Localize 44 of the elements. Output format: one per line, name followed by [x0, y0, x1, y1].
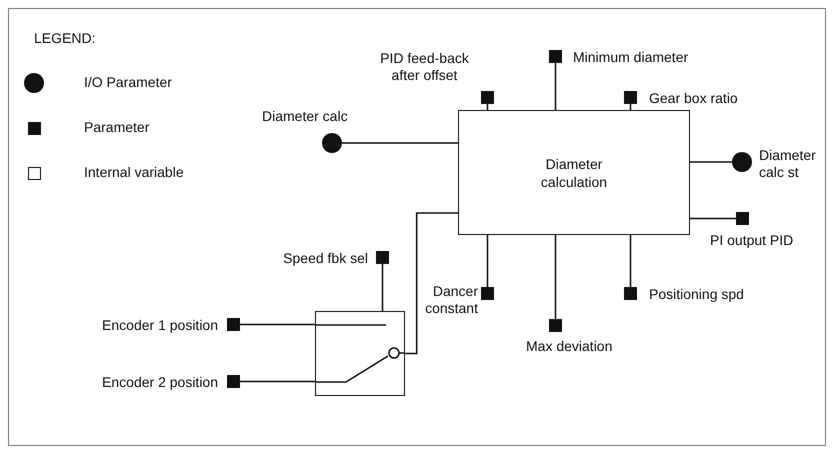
- parameter-marker: [624, 287, 637, 300]
- parameter-marker: [481, 91, 494, 104]
- parameter-label: Diameter calc st: [759, 147, 817, 181]
- connector-line: [690, 218, 736, 220]
- legend-label: Internal variable: [84, 164, 184, 181]
- parameter-label: PID feed-back after offset: [379, 50, 470, 84]
- parameter-label: Encoder 1 position: [101, 317, 218, 334]
- connector-line: [240, 380, 315, 382]
- parameter-label: Positioning spd: [649, 286, 745, 303]
- parameter-label: Minimum diameter: [573, 49, 690, 66]
- parameter-label: PI output PID: [710, 232, 794, 249]
- parameter-marker: [624, 91, 637, 104]
- parameter-label: Speed fbk sel: [282, 250, 368, 267]
- connector-line: [554, 63, 556, 110]
- parameter-marker: [736, 212, 749, 225]
- parameter-label: Encoder 2 position: [101, 374, 218, 391]
- connector-line: [382, 264, 384, 311]
- parameter-label: Diameter calc: [262, 108, 349, 125]
- connector-line: [486, 104, 488, 110]
- connector-line: [342, 142, 458, 144]
- parameter-label: Max deviation: [526, 338, 614, 355]
- connector-line: [486, 235, 488, 287]
- switch-box: [315, 311, 405, 396]
- parameter-marker: [227, 318, 240, 331]
- io-parameter-marker: [732, 152, 752, 172]
- parameter-marker: [549, 50, 562, 63]
- io-parameter-marker: [322, 133, 342, 153]
- connector-line: [630, 235, 632, 287]
- connector-line: [690, 161, 732, 163]
- parameter-marker: [549, 319, 562, 332]
- parameter-label: Gear box ratio: [649, 90, 739, 107]
- parameter-label: Dancer constant: [424, 283, 478, 317]
- parameter-marker: [481, 287, 494, 300]
- connector-line: [630, 104, 632, 110]
- connector-line: [554, 235, 556, 319]
- legend-label: I/O Parameter: [84, 74, 172, 91]
- legend-label: Parameter: [84, 119, 150, 136]
- parameter-marker: [376, 251, 389, 264]
- legend-heading: LEGEND:: [34, 30, 96, 47]
- connector-line: [405, 212, 458, 354]
- connector-line: [240, 324, 315, 326]
- process-box: [458, 110, 690, 235]
- block-title: Diameter calculation: [540, 154, 608, 190]
- parameter-marker: [227, 375, 240, 388]
